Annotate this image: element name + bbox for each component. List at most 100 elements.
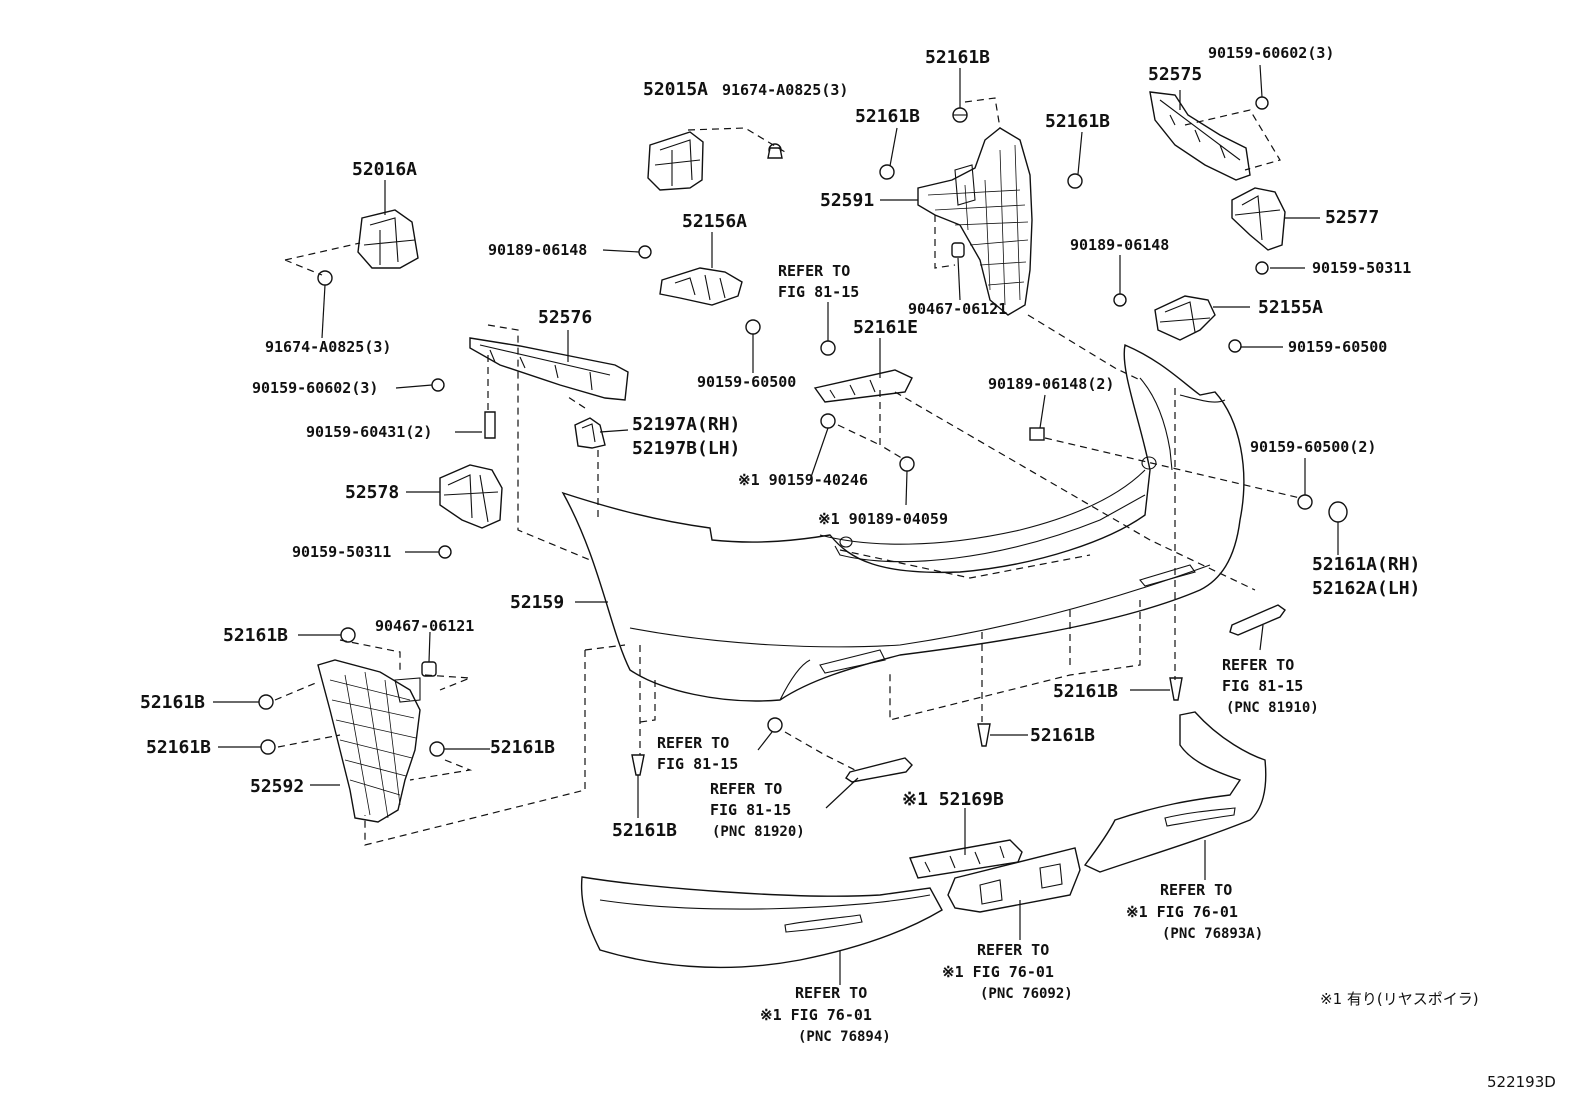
- clip-52161B-r[interactable]: [1067, 173, 1083, 189]
- diagram-id: 522193D: [1487, 1073, 1556, 1091]
- label-91674-left: 91674-A0825(3): [265, 338, 391, 356]
- clip-52161B-rb[interactable]: [1169, 677, 1183, 701]
- label-ref-76092-1: REFER TO: [977, 941, 1049, 959]
- leader-lines: [213, 64, 1339, 985]
- clip-refer-left[interactable]: [767, 717, 783, 733]
- screw-90159-60431[interactable]: [484, 411, 496, 439]
- bracket-52578[interactable]: [439, 464, 503, 529]
- label-52576: 52576: [538, 307, 592, 328]
- label-52578: 52578: [345, 482, 399, 503]
- bracket-52155A[interactable]: [1154, 295, 1216, 341]
- reinforcement-52169B[interactable]: [909, 839, 1023, 879]
- label-52592: 52592: [250, 776, 304, 797]
- bolt-90159-60602-l[interactable]: [431, 378, 445, 392]
- label-52016A: 52016A: [352, 159, 417, 180]
- clip-52161B-lr[interactable]: [429, 741, 445, 757]
- clip-52161B-l[interactable]: [879, 164, 895, 180]
- reflector-81920[interactable]: [845, 757, 913, 783]
- label-ref-81920-3: (PNC 81920): [712, 824, 805, 840]
- label-52161B-r: 52161B: [1045, 111, 1110, 132]
- label-90159-60500-r: 90159-60500: [1288, 338, 1387, 356]
- label-52161B-cb: 52161B: [1030, 725, 1095, 746]
- rear-bumper-cover[interactable]: [561, 344, 1245, 702]
- bracket-52156A[interactable]: [659, 267, 743, 306]
- bolt-91674-top[interactable]: [767, 143, 783, 159]
- label-refer-top-2: FIG 81-15: [778, 283, 859, 301]
- label-52591: 52591: [820, 190, 874, 211]
- screw-90159-50311-r[interactable]: [1255, 261, 1269, 275]
- clip-52161B-ll[interactable]: [340, 627, 356, 643]
- label-52169B: ※1 52169B: [902, 789, 1004, 810]
- bolt-90159-60500-2[interactable]: [1297, 494, 1313, 510]
- clip-52197A[interactable]: [574, 417, 606, 449]
- label-refer-left-1: REFER TO: [657, 734, 729, 752]
- label-52161B-rb: 52161B: [1053, 681, 1118, 702]
- label-52161B-lw: 52161B: [146, 737, 211, 758]
- clip-52161B-lm[interactable]: [258, 694, 274, 710]
- label-52155A: 52155A: [1258, 297, 1323, 318]
- bracket-52577[interactable]: [1231, 187, 1286, 251]
- clip-90189-06148-2[interactable]: [1029, 427, 1045, 441]
- nut-90467-l[interactable]: [421, 661, 437, 677]
- clip-90189-06148-c[interactable]: [638, 245, 652, 259]
- label-ref-81920-2: FIG 81-15: [710, 801, 791, 819]
- label-90159-60500-c: 90159-60500: [697, 373, 796, 391]
- label-52161B-top: 52161B: [925, 47, 990, 68]
- spoiler-76893A[interactable]: [1083, 711, 1267, 873]
- label-52015A: 52015A: [643, 79, 708, 100]
- bracket-52576[interactable]: [469, 337, 629, 401]
- label-90159-60602-top: 90159-60602(3): [1208, 44, 1334, 62]
- label-ref-76893A-1: REFER TO: [1160, 881, 1232, 899]
- label-90189-06148-r: 90189-06148: [1070, 236, 1169, 254]
- clip-52161B-top[interactable]: [952, 107, 968, 123]
- label-ref-76092-3: (PNC 76092): [980, 986, 1073, 1002]
- nut-90189-04059[interactable]: [899, 456, 915, 472]
- bracket-52575[interactable]: [1149, 91, 1251, 181]
- footnote: ※1 有り(リヤスポイラ): [1320, 990, 1479, 1008]
- label-52162A: 52162A(LH): [1312, 578, 1420, 599]
- cap-52161A[interactable]: [1328, 501, 1348, 523]
- label-ref-76092-2: ※1 FIG 76-01: [942, 963, 1054, 981]
- label-90189-06148-2: 90189-06148(2): [988, 375, 1114, 393]
- spoiler-76894[interactable]: [580, 876, 943, 969]
- clip-90159-40246[interactable]: [820, 413, 836, 429]
- reflector-81910[interactable]: [1229, 604, 1286, 636]
- label-ref-81920-1: REFER TO: [710, 780, 782, 798]
- retainer-52161E[interactable]: [813, 369, 913, 403]
- label-90159-50311-r: 90159-50311: [1312, 259, 1411, 277]
- label-52161B-lr: 52161B: [490, 737, 555, 758]
- clip-90189-06148-r[interactable]: [1113, 293, 1127, 307]
- clip-refer-top[interactable]: [820, 340, 836, 356]
- clip-52161B-cb[interactable]: [977, 723, 991, 747]
- bolt-90159-60500-r[interactable]: [1228, 339, 1242, 353]
- part-labels: 52161B 52015A 91674-A0825(3) 52161B 5216…: [140, 44, 1556, 1091]
- label-90159-50311-l: 90159-50311: [292, 543, 391, 561]
- label-52197A: 52197A(RH): [632, 414, 740, 435]
- label-52159: 52159: [510, 592, 564, 613]
- spoiler-76092[interactable]: [947, 847, 1081, 913]
- label-refer-left-2: FIG 81-15: [657, 755, 738, 773]
- clip-52161B-bottom[interactable]: [631, 754, 645, 776]
- label-ref-76893A-2: ※1 FIG 76-01: [1126, 903, 1238, 921]
- label-90467-06121-l: 90467-06121: [375, 617, 474, 635]
- label-refer-top-1: REFER TO: [778, 262, 850, 280]
- nut-90467-c[interactable]: [951, 242, 965, 258]
- bolt-90159-60602-top[interactable]: [1255, 96, 1269, 110]
- label-52161B-bottom: 52161B: [612, 820, 677, 841]
- bracket-52015A[interactable]: [647, 131, 704, 191]
- assembly-lines: [274, 97, 1301, 846]
- label-52161A: 52161A(RH): [1312, 554, 1420, 575]
- bolt-90159-60500-c[interactable]: [745, 319, 761, 335]
- label-ref-81910-2: FIG 81-15: [1222, 677, 1303, 695]
- bracket-52016A[interactable]: [357, 209, 419, 269]
- label-90159-40246: ※1 90159-40246: [738, 471, 868, 489]
- label-90189-04059: ※1 90189-04059: [818, 510, 948, 528]
- label-52575: 52575: [1148, 64, 1202, 85]
- clip-52161B-lw[interactable]: [260, 739, 276, 755]
- label-90159-60500-2: 90159-60500(2): [1250, 438, 1376, 456]
- bolt-91674-left[interactable]: [317, 270, 333, 286]
- shield-52592[interactable]: [317, 659, 421, 823]
- screw-90159-50311-l[interactable]: [438, 545, 452, 559]
- shield-52591[interactable]: [917, 127, 1033, 316]
